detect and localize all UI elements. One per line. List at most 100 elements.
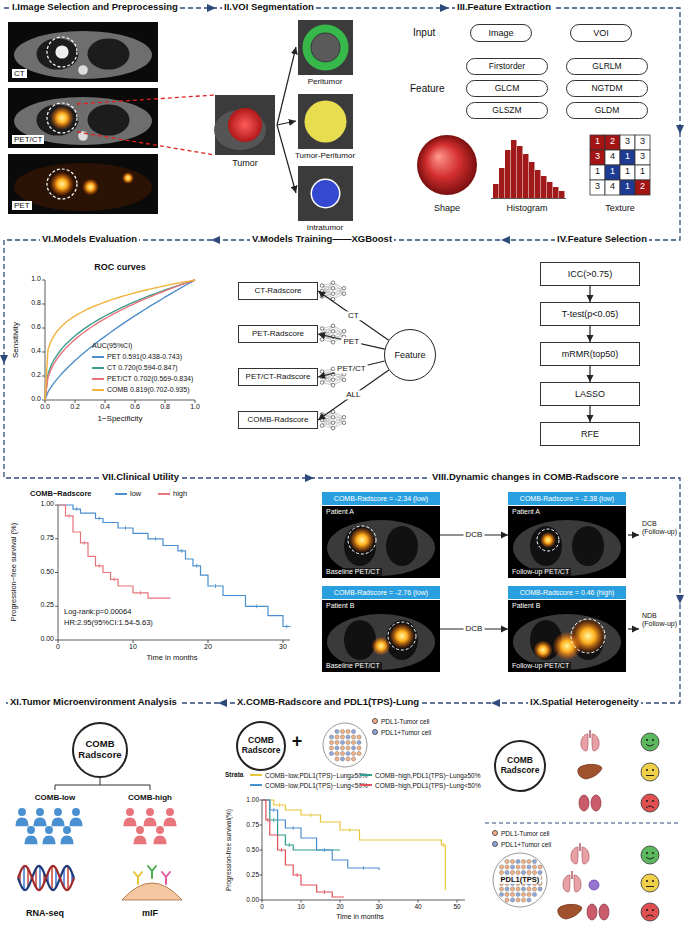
km-curve <box>58 505 291 627</box>
legend-swatch <box>372 729 378 735</box>
svg-circle <box>532 887 536 891</box>
svg-line <box>140 591 141 595</box>
svg-line <box>55 538 58 539</box>
label: Shape <box>434 203 460 213</box>
legend-text: CT 0.720(0.594-0.847) <box>107 364 178 371</box>
node-text: Baseline PET/CT <box>324 662 382 670</box>
person-icon <box>63 826 71 834</box>
svg-rect <box>635 150 650 165</box>
svg-ellipse <box>37 38 79 69</box>
svg-line <box>349 828 350 832</box>
svg-circle <box>499 892 503 896</box>
svg-circle <box>346 757 350 761</box>
svg-circle <box>342 286 346 290</box>
svg-circle <box>320 338 324 342</box>
svg-ellipse <box>37 104 79 135</box>
lung-icon <box>581 734 588 751</box>
node-text: T-test(p<0.05) <box>562 309 618 319</box>
svg-line <box>286 625 287 629</box>
svg-line <box>42 376 45 377</box>
feature-class-box: GLDM <box>566 102 648 119</box>
svg-circle <box>652 769 654 771</box>
label: 4 <box>610 151 615 161</box>
svg-line <box>133 640 134 643</box>
svg-line <box>58 640 290 641</box>
legend-swatch <box>92 356 104 358</box>
label: 0.8 <box>160 403 170 411</box>
svg-ellipse <box>530 526 562 566</box>
selection-step-box: T-test(p<0.05) <box>540 302 640 326</box>
pdl1-circle: PDL1(TPS) <box>492 852 548 908</box>
svg-line <box>324 848 325 852</box>
node-text: NGTDM <box>591 84 622 94</box>
label: COMB-low <box>35 793 75 802</box>
section-heading: X.COMB-Radscore and PDL1(TPS)-Lung <box>235 697 421 708</box>
svg-circle <box>78 65 88 75</box>
legend-text: low <box>130 489 141 498</box>
edge-label: PET/CT <box>335 364 367 373</box>
label: Log-rank:p=0.00064 <box>64 608 131 617</box>
liver-icon <box>578 764 602 779</box>
label: 20 <box>336 903 343 910</box>
radscore-box: CT-Radscore <box>238 282 318 300</box>
node-text: GLDM <box>595 106 620 116</box>
svg-line <box>105 400 106 403</box>
label: 1.0 <box>31 275 41 283</box>
svg-circle <box>329 746 333 750</box>
face-icon <box>641 874 659 892</box>
face-icon <box>641 846 659 864</box>
label: 3 <box>640 136 645 146</box>
svg-circle <box>331 340 335 344</box>
pet-ct-image: Patient BBaseline PET/CT <box>322 600 440 672</box>
node-text: COMB-Radscore = 0.46 (high) <box>508 586 626 599</box>
svg-circle <box>516 887 520 891</box>
flow-arrow <box>440 4 449 12</box>
svg-path <box>143 818 156 827</box>
svg-ellipse <box>344 526 376 566</box>
svg-line <box>181 549 182 553</box>
legend-item: PET/CT 0.702(0.569-0.834) <box>92 375 193 383</box>
svg-circle <box>540 532 556 548</box>
legend-swatch <box>360 774 372 776</box>
label: 1.00 <box>40 500 54 508</box>
label: 1 <box>625 166 630 176</box>
svg-line <box>51 866 52 889</box>
svg-circle <box>351 757 355 761</box>
svg-rect <box>590 150 605 165</box>
svg-circle <box>50 172 74 196</box>
svg-circle <box>505 865 509 869</box>
svg-circle <box>646 739 648 741</box>
svg-path <box>133 836 146 845</box>
svg-path <box>60 836 73 845</box>
radscore-box: PET/CT-Radscore <box>238 368 318 386</box>
svg-circle <box>320 381 324 385</box>
svg-circle <box>533 640 552 659</box>
node-text: Patient B <box>510 602 542 610</box>
section-heading: XI.Tumor Microenvironment Analysis <box>8 697 179 708</box>
svg-circle <box>505 859 509 863</box>
label: 1 <box>595 166 600 176</box>
svg-rect <box>620 180 635 195</box>
feature-class-box: Firstorder <box>466 58 548 75</box>
roc-curve <box>45 280 195 400</box>
selection-step-box: ICC(>0.75) <box>540 262 640 286</box>
scan-image <box>8 154 158 214</box>
label: 0.2 <box>70 403 80 411</box>
legend-item: COMB−high,PDL1(TPS)−Lung≥50% <box>360 771 480 779</box>
svg-circle <box>505 892 509 896</box>
node-text: Firstorder <box>489 62 525 72</box>
svg-line <box>273 808 274 812</box>
svg-circle <box>510 870 514 874</box>
svg-circle <box>305 101 347 143</box>
node-text: COMB-Radscore = -2.76 (low) <box>322 586 440 599</box>
tumor-image <box>215 95 275 155</box>
svg-line <box>55 640 58 641</box>
edge-label: CT <box>346 311 361 320</box>
label: RNA-seq <box>26 908 64 918</box>
legend-text: PDL1+Tumor cell <box>381 729 431 736</box>
svg-circle <box>510 887 514 891</box>
svg-rect <box>590 165 605 180</box>
svg-rect <box>635 165 650 180</box>
node-text: Follow-up PET/CT <box>510 568 571 576</box>
